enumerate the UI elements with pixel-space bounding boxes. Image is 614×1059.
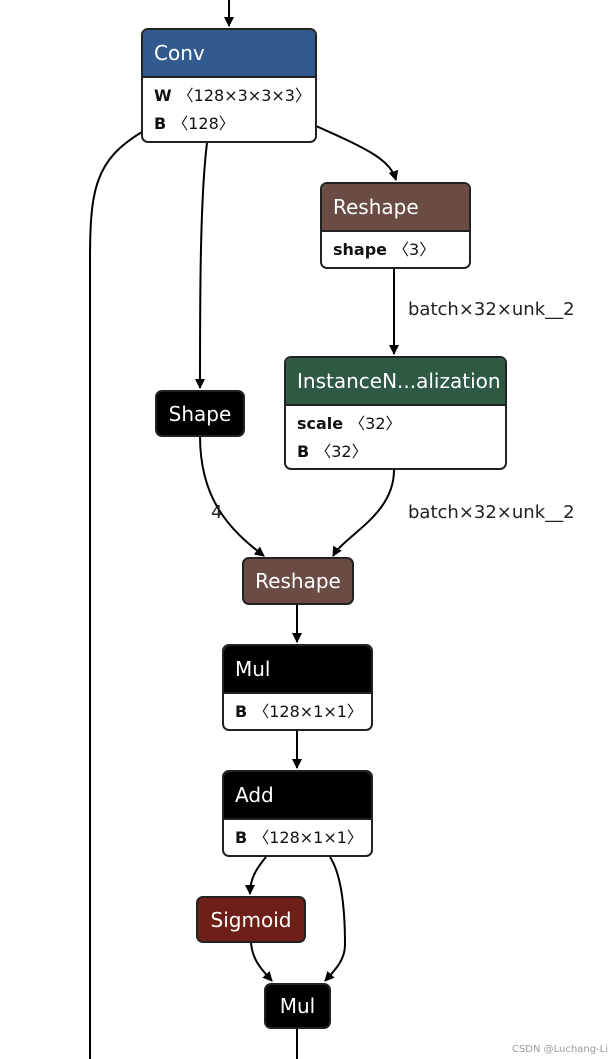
node-header: Conv — [143, 30, 315, 76]
node-shape[interactable]: Shape — [155, 390, 245, 437]
edge-label-reshape-to-norm: batch×32×unk__2 — [408, 299, 575, 320]
node-title: Reshape — [333, 195, 419, 219]
edge-conv-to-shape — [195, 142, 208, 389]
attr-bias: B〈128×1×1〉 — [235, 828, 363, 847]
node-title: Reshape — [255, 569, 341, 593]
node-header: Add — [224, 772, 371, 818]
node-attributes: W〈128×3×3×3〉 B〈128〉 — [143, 76, 315, 138]
node-attributes: shape〈3〉 — [322, 230, 469, 264]
attr-bias: B〈128×1×1〉 — [235, 702, 363, 721]
node-reshape-top[interactable]: Reshape shape〈3〉 — [320, 182, 471, 269]
node-attributes: scale〈32〉 B〈32〉 — [286, 404, 505, 466]
node-mul-2[interactable]: Mul — [264, 983, 331, 1029]
node-header: InstanceN...alization — [286, 358, 505, 404]
watermark: CSDN @Luchang-Li — [511, 1044, 608, 1055]
attr-bias: B〈32〉 — [297, 442, 368, 461]
node-conv[interactable]: Conv W〈128×3×3×3〉 B〈128〉 — [141, 28, 317, 143]
node-title: Mul — [279, 994, 316, 1018]
node-header: Reshape — [322, 184, 469, 230]
attr-weight: W〈128×3×3×3〉 — [154, 86, 311, 105]
node-attributes: B〈128×1×1〉 — [224, 818, 371, 852]
edge-label-norm-to-reshape: batch×32×unk__2 — [408, 502, 575, 523]
node-reshape-mid[interactable]: Reshape — [242, 557, 354, 605]
node-title: Add — [235, 783, 274, 807]
node-title: Shape — [168, 401, 232, 426]
node-sigmoid[interactable]: Sigmoid — [196, 896, 306, 943]
edge-conv-skip — [89, 131, 143, 1059]
attr-shape: shape〈3〉 — [333, 240, 436, 259]
node-instance-normalization[interactable]: InstanceN...alization scale〈32〉 B〈32〉 — [284, 356, 507, 470]
attr-scale: scale〈32〉 — [297, 414, 402, 433]
edge-add-to-mul — [324, 856, 347, 982]
node-title: InstanceN...alization — [297, 369, 501, 393]
edge-conv-to-reshape — [315, 125, 399, 181]
node-title: Conv — [154, 41, 205, 65]
edge-norm-to-reshape — [332, 469, 395, 557]
edge-add-to-sigmoid — [245, 856, 267, 895]
node-title: Mul — [235, 657, 271, 681]
edge-label-shape-to-reshape: 4 — [211, 502, 223, 523]
node-attributes: B〈128×1×1〉 — [224, 692, 371, 726]
node-header: Mul — [224, 646, 371, 692]
attr-bias: B〈128〉 — [154, 114, 235, 133]
node-add[interactable]: Add B〈128×1×1〉 — [222, 770, 373, 857]
node-title: Sigmoid — [210, 907, 292, 932]
edge-sigmoid-to-mul — [250, 941, 273, 982]
edge-shape-to-reshape — [199, 435, 265, 557]
node-mul-1[interactable]: Mul B〈128×1×1〉 — [222, 644, 373, 731]
